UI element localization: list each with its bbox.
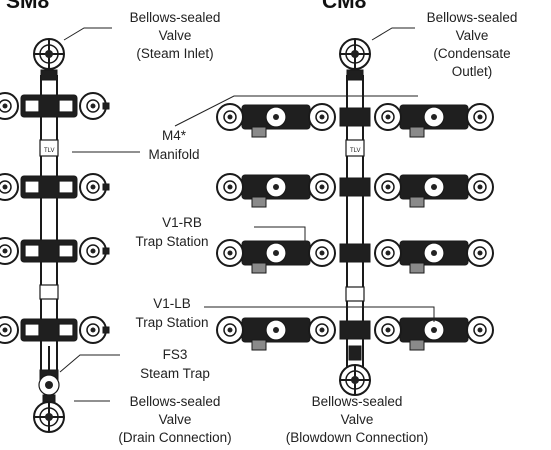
v1rb-line-2: Trap Station [135,234,208,249]
leader-condensate-outlet [371,27,415,41]
svg-text:TLV: TLV [44,148,55,154]
leader-steam-inlet [63,27,112,41]
sm8-manifold-block-2 [39,284,59,300]
leader-manifold [174,95,418,127]
callout-fs3: FS3 Steam Trap [140,347,210,381]
steam-inlet-line-3: (Steam Inlet) [136,46,213,61]
sm8-station-4 [0,316,110,344]
steam-inlet-line-2: Valve [159,28,192,43]
condensate-line-2: Valve [456,28,489,43]
cm8-trap-row-2 [216,173,494,208]
leader-v1rb [254,226,306,245]
sm8-manifold-block: TLV [39,139,59,157]
sm8-station-2 [0,173,110,201]
manifold-line-2: Manifold [148,147,199,162]
blowdown-line-2: Valve [341,412,374,427]
sm8-steam-inlet-valve [33,38,65,81]
steam-inlet-line-1: Bellows-sealed [130,10,221,25]
drain-line-2: Valve [159,412,192,427]
cm8-manifold-block: TLV [345,139,365,157]
sm8-station-1 [0,92,110,120]
callout-v1lb: V1-LB Trap Station [135,296,208,330]
sm8-station-3 [0,237,110,265]
condensate-line-1: Bellows-sealed [427,10,518,25]
sm8-assembly: TLV [0,38,110,433]
callout-blowdown: Bellows-sealed Valve (Blowdown Connectio… [286,394,429,445]
cm8-title: CM8 [322,0,367,13]
blowdown-line-1: Bellows-sealed [312,394,403,409]
svg-text:TLV: TLV [350,148,361,154]
cm8-assembly: TLV [216,38,494,396]
cm8-blowdown-valve [339,345,371,396]
callout-steam-inlet: Bellows-sealed Valve (Steam Inlet) [130,10,221,61]
condensate-line-4: Outlet) [452,64,493,79]
sm8-title: SM8 [6,0,50,13]
cm8-trap-row-1 [216,103,494,138]
drain-line-1: Bellows-sealed [130,394,221,409]
fs3-line-1: FS3 [163,347,188,362]
cm8-condensate-outlet-valve [339,38,371,81]
sm8-drain-valve [33,394,65,433]
v1lb-line-2: Trap Station [135,315,208,330]
leader-v1lb [204,306,435,322]
condensate-line-3: (Condensate [433,46,510,61]
fs3-line-2: Steam Trap [140,366,210,381]
callout-condensate-outlet: Bellows-sealed Valve (Condensate Outlet) [427,10,518,79]
manifold-line-1: M4* [162,128,187,143]
leader-fs3 [59,354,120,373]
callout-drain: Bellows-sealed Valve (Drain Connection) [118,394,231,445]
v1lb-line-1: V1-LB [153,296,191,311]
v1rb-line-1: V1-RB [162,215,202,230]
leader-lines [59,27,435,402]
callout-v1rb: V1-RB Trap Station [135,215,208,249]
callout-manifold: M4* Manifold [148,128,199,162]
cm8-trap-row-4 [216,316,494,351]
drain-line-3: (Drain Connection) [118,430,231,445]
cm8-manifold-block-2 [345,286,365,302]
blowdown-line-3: (Blowdown Connection) [286,430,429,445]
cm8-trap-row-3 [216,239,494,274]
